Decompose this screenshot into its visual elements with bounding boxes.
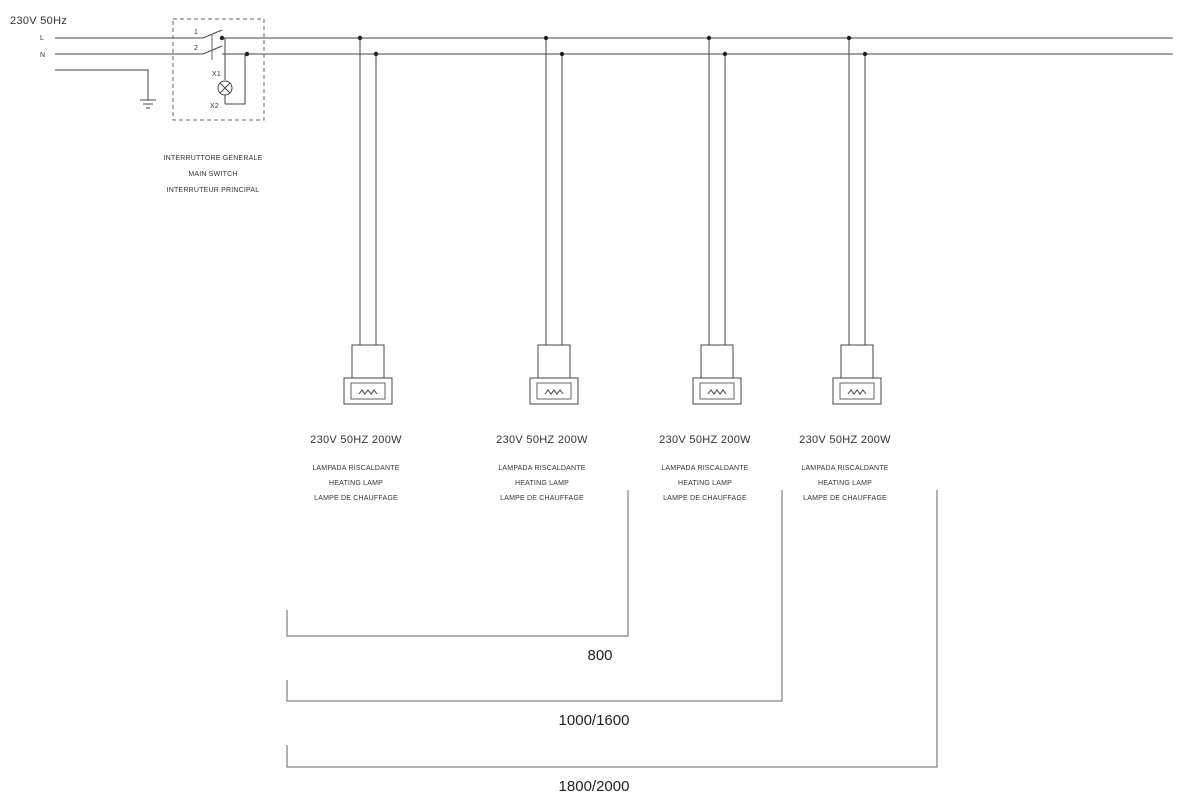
lamp-rating: 230V 50HZ 200W [310,434,402,446]
size-group-label: 1800/2000 [559,778,630,795]
lamp-name: LAMPADA RISCALDANTE [661,465,748,472]
lamp-reflector [529,377,579,405]
lamp-bulb-frame [350,382,386,400]
lamp-name: LAMPE DE CHAUFFAGE [314,495,398,502]
switch-junction-line [219,35,225,41]
lamp-rating: 230V 50HZ 200W [799,434,891,446]
indicator-lamp-symbol [217,38,246,105]
lamp-reflector [832,377,882,405]
main-switch-caption-it: INTERRUTTORE GENERALE [164,155,263,162]
supply-voltage-label: 230V 50Hz [10,15,67,27]
heating-lamp-branches: 230V 50HZ 200W LAMPADA RISCALDANTE HEATING… [310,35,891,502]
lamp-name: LAMPADA RISCALDANTE [498,465,585,472]
lamp-name: HEATING LAMP [329,480,383,487]
lamp-holder [700,344,734,379]
line-label: L [40,35,44,42]
lamp-bulb-frame [699,382,735,400]
lamp-name: LAMPADA RISCALDANTE [312,465,399,472]
lamp-holder [537,344,571,379]
size-group-bracket [286,490,938,768]
lamp-junction-line [357,35,363,41]
earth-symbol [55,69,156,109]
lamp-name: LAMPADA RISCALDANTE [801,465,888,472]
main-switch-enclosure [172,18,265,121]
lamp-junction-neutral [722,51,728,57]
size-group-bracket [286,490,783,702]
lamp-name: LAMPE DE CHAUFFAGE [663,495,747,502]
size-group-2: 1000/1600 [286,490,783,729]
main-switch-caption-fr: INTERRUTEUR PRINCIPAL [167,187,260,194]
lamp-reflector [692,377,742,405]
indicator-lamp-x2: X2 [210,103,219,110]
lamp-junction-line [846,35,852,41]
lamp-name: HEATING LAMP [515,480,569,487]
lamp-name: HEATING LAMP [818,480,872,487]
lamp-name: HEATING LAMP [678,480,732,487]
heating-element-icon [847,389,867,395]
main-switch-symbol [197,29,223,60]
main-switch-caption-en: MAIN SWITCH [188,171,237,178]
size-group-3: 1800/2000 [286,490,938,795]
lamp-junction-neutral [862,51,868,57]
lamp-junction-neutral [373,51,379,57]
lamp-reflector [343,377,393,405]
heating-lamp-1: 230V 50HZ 200W LAMPADA RISCALDANTE HEATING… [310,35,402,502]
switch-contact-1: 1 [194,29,198,36]
heating-lamp-3: 230V 50HZ 200W LAMPADA RISCALDANTE HEATING… [659,35,751,502]
neutral-label: N [40,52,45,59]
lamp-junction-line [706,35,712,41]
size-group-brackets: 800 1000/1600 1800/2000 [286,490,938,795]
heating-lamp-4: 230V 50HZ 200W LAMPADA RISCALDANTE HEATING… [799,35,891,502]
size-group-label: 1000/1600 [559,712,630,729]
lamp-junction-line [543,35,549,41]
size-group-1: 800 [286,490,629,664]
lamp-holder [840,344,874,379]
switch-junction-neutral [244,51,250,57]
lamp-bulb-frame [536,382,572,400]
lamp-bulb-frame [839,382,875,400]
lamp-junction-neutral [559,51,565,57]
lamp-name: LAMPE DE CHAUFFAGE [803,495,887,502]
heating-element-icon [544,389,564,395]
lamp-name: LAMPE DE CHAUFFAGE [500,495,584,502]
lamp-rating: 230V 50HZ 200W [496,434,588,446]
size-group-bracket [286,490,629,637]
lamp-holder [351,344,385,379]
heating-lamp-2: 230V 50HZ 200W LAMPADA RISCALDANTE HEATING… [496,35,588,502]
switch-contact-2: 2 [194,45,198,52]
heating-element-icon [358,389,378,395]
lamp-rating: 230V 50HZ 200W [659,434,751,446]
size-group-label: 800 [587,647,612,664]
indicator-lamp-x1: X1 [212,71,221,78]
heating-element-icon [707,389,727,395]
